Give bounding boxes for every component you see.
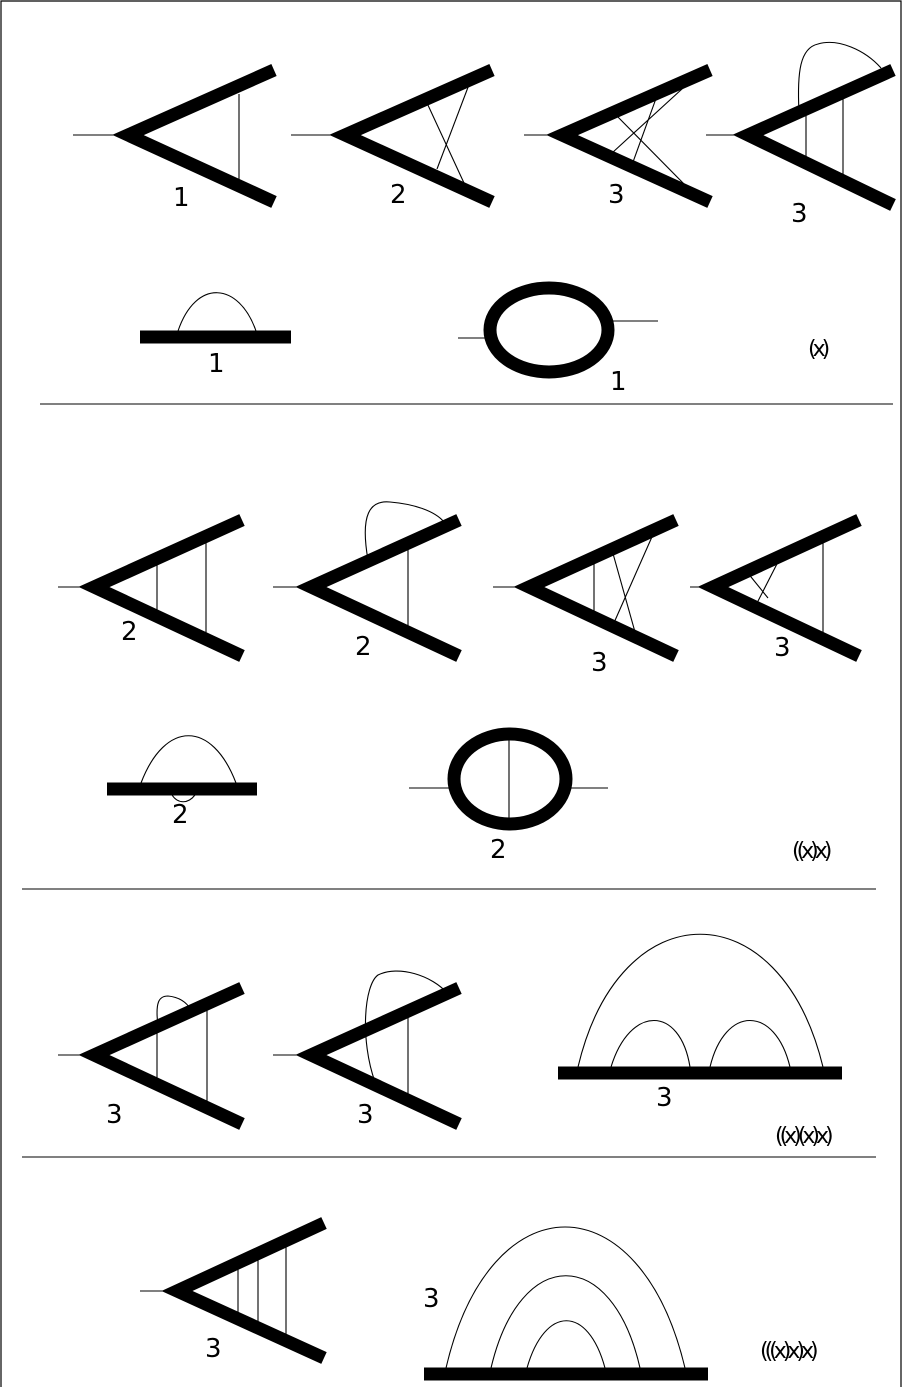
rainbow-arc-diagram: 3	[423, 1226, 708, 1381]
section-4: 3 3 (((x)x)x)	[140, 1217, 821, 1381]
heavy-line	[78, 982, 245, 1130]
exchange-line	[755, 555, 782, 606]
exchange-arc	[364, 501, 445, 561]
diagram-label: 2	[121, 617, 138, 647]
vertex-diagram-3: 3	[493, 514, 679, 678]
diagram-label: 2	[490, 835, 507, 865]
vertex-diagram-2: 3	[273, 970, 462, 1130]
diagram-label: 3	[791, 199, 808, 229]
exchange-line	[613, 112, 687, 187]
nested-arc-diagram: 3	[558, 933, 842, 1113]
vertex-diagram-4: 3	[690, 514, 862, 663]
heavy-line	[697, 514, 862, 662]
diagram-label: 1	[208, 349, 225, 379]
heavy-line	[546, 64, 713, 208]
exchange-arc	[797, 41, 882, 113]
vertex-diagram-1: 1	[73, 64, 277, 213]
vertex-diagram-3: 3	[524, 64, 713, 210]
exchange-line	[611, 549, 636, 633]
exchange-arc	[364, 970, 449, 1083]
vertex-diagram-1: 3	[140, 1217, 327, 1364]
exchange-line	[746, 571, 769, 599]
self-energy-diagram: 2	[107, 735, 257, 830]
heavy-line	[295, 514, 462, 662]
exchange-arc	[577, 933, 824, 1068]
vertex-diagram-1: 3	[58, 982, 245, 1130]
exchange-line	[611, 77, 695, 154]
diagram-label: 1	[610, 367, 627, 397]
heavy-line	[112, 64, 277, 208]
vertex-diagram-2: 2	[291, 64, 495, 210]
exchange-arc	[490, 1275, 641, 1369]
heavy-line	[513, 514, 679, 662]
section-2: 2 2 3 3	[58, 501, 862, 865]
heavy-loop	[483, 281, 615, 379]
diagram-label: 1	[173, 183, 190, 213]
vertex-diagram-4: 3	[706, 41, 896, 229]
exchange-arc	[709, 1019, 791, 1068]
vertex-diagram-2: 2	[273, 501, 462, 662]
exchange-arc	[177, 292, 257, 332]
loop-diagram: 2	[409, 727, 608, 865]
class-label: (((x)x)x)	[760, 1339, 817, 1364]
diagram-label: 3	[774, 633, 791, 663]
heavy-loop	[447, 727, 573, 831]
diagram-label: 3	[106, 1100, 123, 1130]
exchange-arc	[526, 1320, 606, 1369]
exchange-arc	[156, 995, 192, 1027]
heavy-line	[78, 514, 245, 662]
exchange-line	[436, 81, 471, 170]
heavy-line	[732, 64, 896, 211]
exchange-arc	[445, 1226, 686, 1369]
exchange-line	[426, 102, 465, 184]
diagram-label: 3	[357, 1100, 374, 1130]
diagram-label: 3	[608, 180, 625, 210]
class-label: ((x)(x)x)	[775, 1124, 832, 1149]
self-energy-diagram: 1	[140, 292, 291, 379]
diagram-label: 3	[591, 648, 608, 678]
exchange-arc	[610, 1019, 691, 1068]
heavy-line	[329, 64, 495, 208]
class-label: ((x)x)	[792, 839, 831, 864]
diagram-label: 2	[172, 800, 189, 830]
section-3: 3 3 3 ((x)(x)x)	[58, 933, 842, 1149]
heavy-line	[161, 1217, 327, 1364]
exchange-line	[632, 92, 659, 163]
exchange-arc	[140, 735, 237, 784]
diagram-label: 3	[423, 1284, 440, 1314]
exchange-line	[612, 529, 656, 626]
heavy-line	[295, 982, 462, 1130]
class-label: (x)	[808, 337, 829, 362]
vertex-diagram-1: 2	[58, 514, 245, 662]
exchange-arc	[171, 794, 196, 803]
diagram-label: 2	[355, 632, 372, 662]
section-1: 1 2 3 3	[73, 41, 896, 397]
loop-diagram: 1	[458, 281, 658, 397]
diagram-label: 3	[656, 1083, 673, 1113]
diagram-label: 2	[390, 180, 407, 210]
diagram-label: 3	[205, 1334, 222, 1364]
